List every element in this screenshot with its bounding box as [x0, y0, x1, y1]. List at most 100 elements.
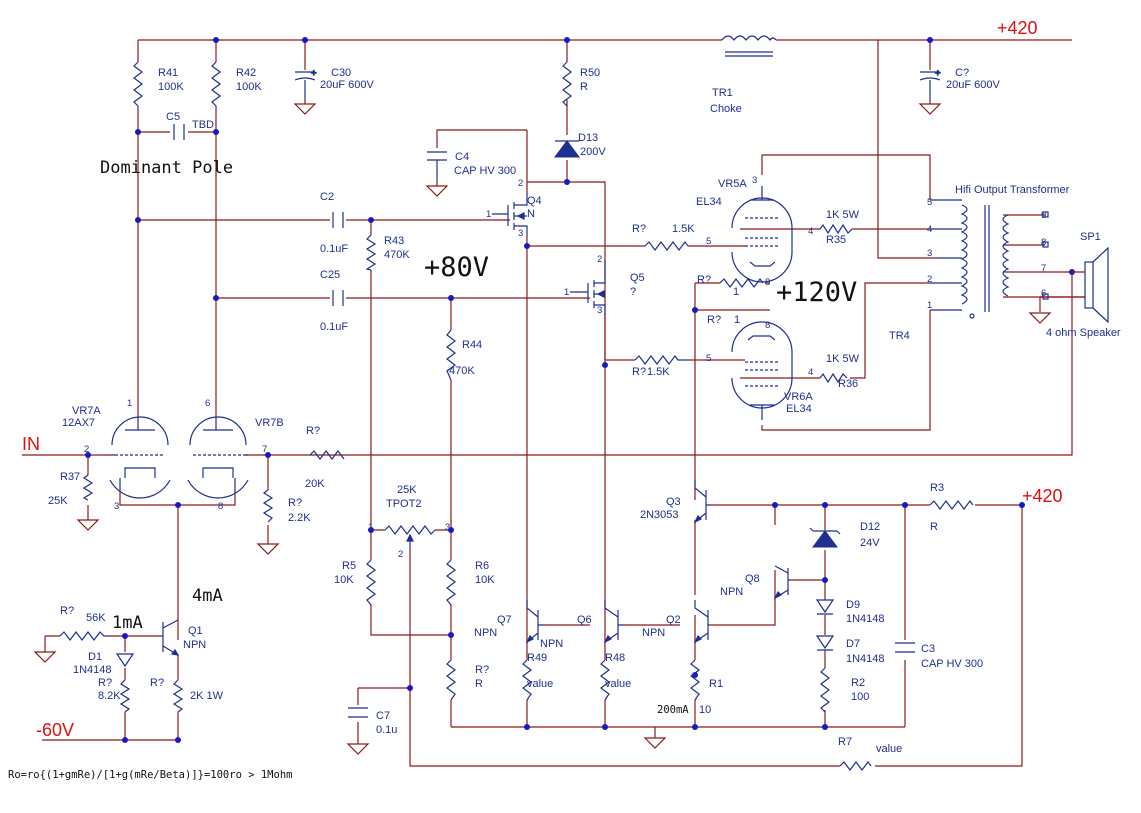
r2k-ref: R? [150, 677, 164, 689]
pin-number: 7 [1041, 263, 1046, 274]
r43-ref: R43 [384, 235, 404, 247]
q5-ref: Q5 [630, 272, 645, 284]
vr7-triode [109, 416, 249, 499]
pin-number: 8 [1041, 237, 1046, 248]
d1-ref: D1 [88, 651, 102, 663]
c4-value: CAP HV 300 [454, 165, 516, 177]
pin-number: 1 [486, 209, 491, 220]
svg-text:+: + [935, 68, 941, 79]
rs2-value: 1 [734, 314, 740, 326]
rg5-ref: R? [632, 223, 646, 235]
q1-symbol [160, 619, 180, 656]
q4-symbol [492, 192, 528, 236]
rs1-value: 1 [733, 286, 739, 298]
pin-number: 7 [262, 444, 267, 455]
pin-number: 3 [752, 175, 757, 186]
diodes [115, 140, 841, 668]
r56-value: 56K [86, 612, 106, 624]
r36-ref: R36 [838, 378, 858, 390]
tpot-ref: 25K [397, 484, 417, 496]
c2-value: 0.1uF [320, 243, 348, 255]
r48-value: value [605, 678, 631, 690]
r3-symbol [929, 500, 974, 510]
r49-ref: R49 [527, 652, 547, 664]
pin-number: 6 [1041, 288, 1046, 299]
q7-ref: Q7 [497, 614, 512, 626]
pin-number: 9 [1041, 210, 1046, 221]
sp1-speaker [1040, 246, 1109, 324]
r5-symbol [366, 559, 376, 606]
pin-number: 3 [445, 522, 450, 533]
d7-ref: D7 [846, 638, 860, 650]
r35-symbol [819, 223, 853, 235]
rg5-symbol [644, 241, 689, 251]
c2-symbol [332, 212, 344, 228]
rr-value: R [475, 678, 483, 690]
cq-ref: C? [955, 67, 969, 79]
d7-symbol [815, 635, 835, 651]
pin-number: 1 [564, 287, 569, 298]
vr6a-value: EL34 [786, 403, 812, 415]
rr-ref: R? [475, 664, 489, 676]
pin-numbers: 1 2 3 5 4 8 3 5 4 8 1 2 6 7 3 8 1 2 3 9 … [84, 175, 1046, 560]
c2-ref: C2 [320, 191, 334, 203]
vr6a-tube [731, 321, 793, 420]
c3-ref: C3 [921, 643, 935, 655]
r7-symbol [839, 761, 872, 771]
q3-symbol [693, 480, 710, 524]
d1-value: 1N4148 [73, 664, 112, 676]
q2-ref: Q2 [666, 614, 681, 626]
q7-symbol [525, 600, 545, 644]
rg6-symbol [634, 355, 688, 365]
q8-value: NPN [720, 586, 743, 598]
rs1-ref: R? [697, 274, 711, 286]
r43-value: 470K [384, 249, 410, 261]
r36-symbol [819, 372, 848, 384]
c30-symbol: + [294, 67, 318, 100]
pin-number: 3 [597, 305, 602, 316]
r48-symbol [600, 659, 610, 701]
resistors [59, 61, 974, 771]
q6-symbol [603, 600, 625, 644]
vr5a-ref: VR5A [718, 178, 747, 190]
r36-value: 1K 5W [826, 353, 860, 365]
pin-number: 5 [706, 353, 711, 364]
pin-number: 5 [706, 236, 711, 247]
q7-value: NPN [474, 627, 497, 639]
r44-symbol [446, 329, 456, 381]
rk-symbol [262, 489, 274, 523]
tr4-value: Hifi Output Transformer [955, 184, 1070, 196]
q3-ref: Q3 [666, 496, 681, 508]
pin-number: 8 [765, 277, 770, 288]
c25-symbol [332, 290, 344, 306]
rfb-value: 20K [305, 478, 325, 490]
r48-ref: R48 [605, 652, 625, 664]
pin-number: 8 [218, 501, 223, 512]
r82-value: 8.2K [98, 690, 121, 702]
c5-value: TBD [192, 119, 214, 131]
pin-number: 6 [205, 398, 210, 409]
d12-ref: D12 [860, 521, 880, 533]
r37-symbol [82, 474, 94, 501]
i4ma-label: 4mA [192, 586, 223, 606]
rk-value: 2.2K [288, 512, 311, 524]
rfb-ref: R? [306, 425, 320, 437]
vr5a-tube [731, 186, 793, 283]
r2k-symbol [172, 679, 184, 713]
c5-symbol [173, 124, 185, 140]
pin-number: 4 [927, 224, 932, 235]
d7-value: 1N4148 [846, 653, 885, 665]
rr-symbol [446, 659, 456, 701]
q2-symbol [693, 600, 710, 644]
c5-ref: C5 [166, 111, 180, 123]
r2-value: 100 [851, 691, 869, 703]
pin-number: 5 [927, 197, 932, 208]
rg6-ref: R? [632, 366, 646, 378]
top-supply-label: +420 [997, 18, 1038, 38]
v80-label: +80V [424, 252, 489, 283]
r41-ref: R41 [158, 67, 178, 79]
v120-label: +120V [776, 277, 857, 308]
